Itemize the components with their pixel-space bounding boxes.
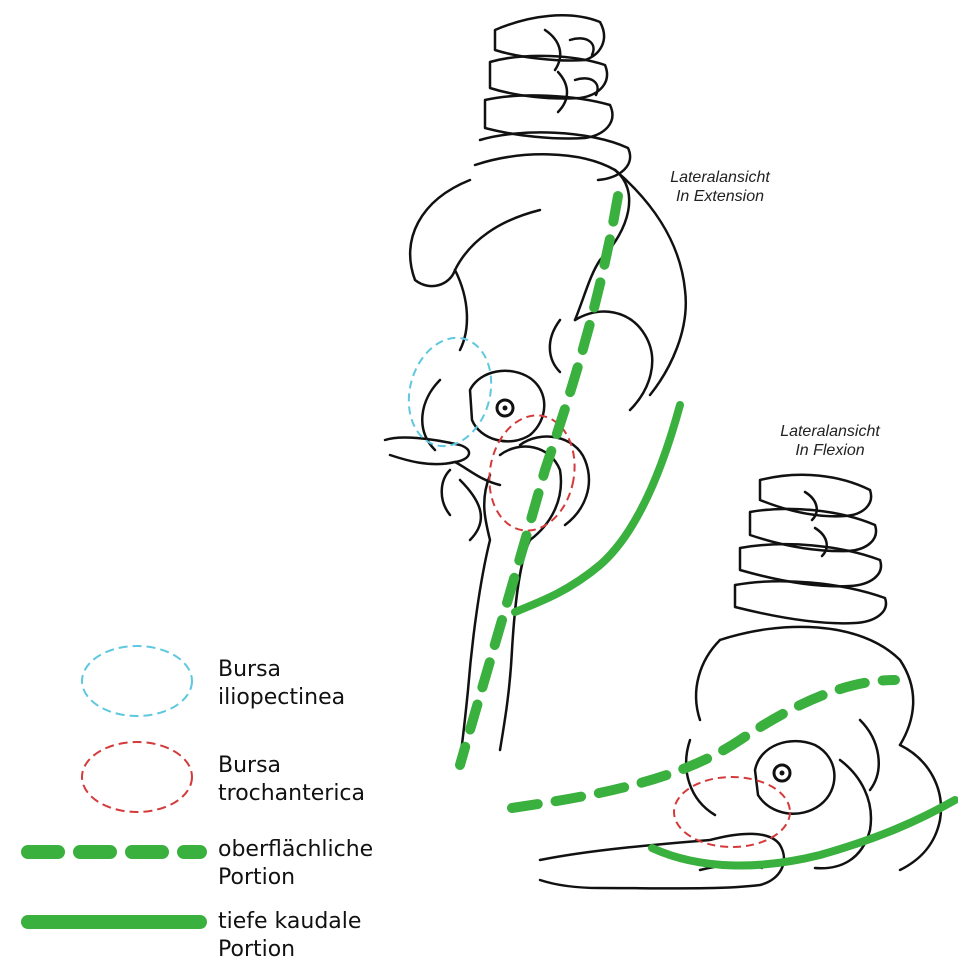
legend-deep-line2: Portion xyxy=(218,936,361,964)
legend-superficial-line1: oberflächliche xyxy=(218,836,373,864)
caption-extension-line2: In Extension xyxy=(640,187,800,206)
legend-superficial-line2: Portion xyxy=(218,864,373,892)
caption-flexion-line1: Lateralansicht xyxy=(750,422,910,441)
hip-socket-extension xyxy=(385,371,589,540)
bursa-trochanterica-ellipse-icon xyxy=(82,742,192,812)
lumbar-spine-flexion xyxy=(735,475,886,624)
superficial-portion-extension xyxy=(460,196,618,765)
hip-joint-center-dot-icon xyxy=(503,406,508,411)
legend-deep-line1: tiefe kaudale xyxy=(218,908,361,936)
legend-trochanterica-label: Bursa trochanterica xyxy=(218,752,365,808)
femur-flexion xyxy=(540,834,784,889)
legend-iliopectinea-line1: Bursa xyxy=(218,656,345,684)
caption-flexion-line2: In Flexion xyxy=(750,441,910,460)
caption-extension: Lateralansicht In Extension xyxy=(640,168,800,206)
caption-extension-line1: Lateralansicht xyxy=(640,168,800,187)
legend-iliopectinea-line2: iliopectinea xyxy=(218,684,345,712)
hip-joint-center-flexion-dot-icon xyxy=(780,771,785,776)
caption-flexion: Lateralansicht In Flexion xyxy=(750,422,910,460)
superficial-portion-flexion xyxy=(512,680,895,808)
legend-superficial-label: oberflächliche Portion xyxy=(218,836,373,892)
legend-trochanterica-line2: trochanterica xyxy=(218,780,365,808)
legend-deep-label: tiefe kaudale Portion xyxy=(218,908,361,964)
bursa-iliopectinea-ellipse-icon xyxy=(82,646,192,716)
legend-iliopectinea-label: Bursa iliopectinea xyxy=(218,656,345,712)
legend-trochanterica-line1: Bursa xyxy=(218,752,365,780)
deep-portion-flexion xyxy=(652,800,955,865)
